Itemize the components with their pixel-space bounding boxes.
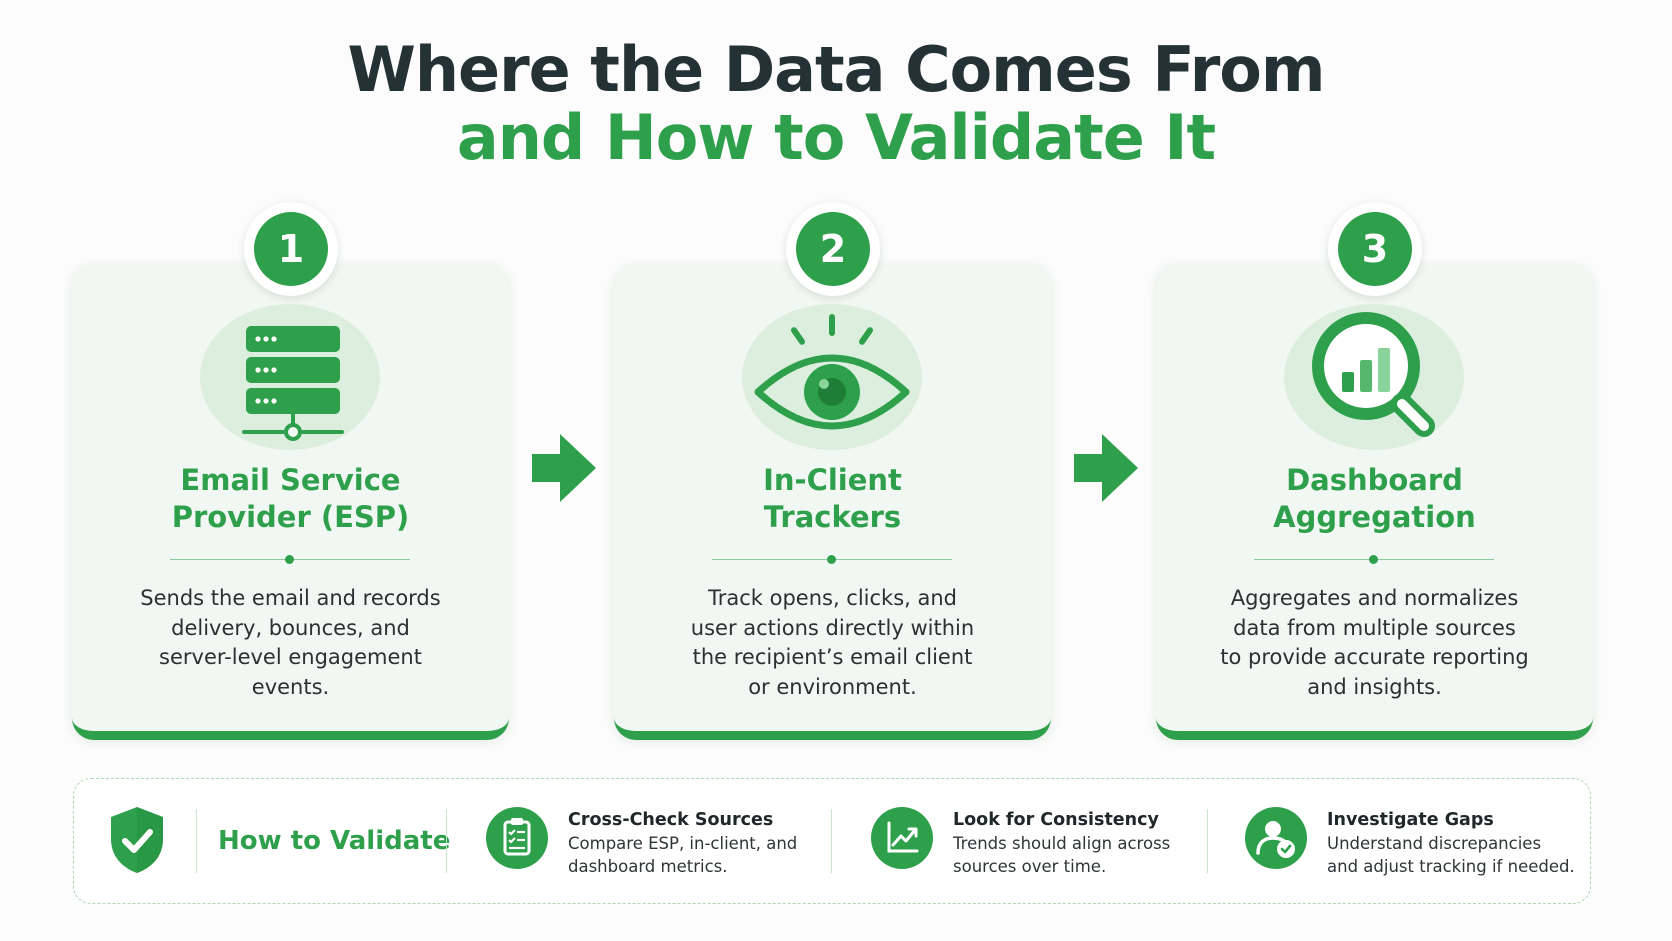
desc-line: server-level engagement xyxy=(159,645,422,669)
desc-line: Aggregates and normalizes xyxy=(1230,586,1519,610)
trend-chart-icon xyxy=(871,807,933,869)
divider xyxy=(1254,554,1494,566)
step-number-badge: 2 xyxy=(786,202,880,296)
validation-item-desc: dashboard metrics. xyxy=(568,857,728,876)
step-number-badge: 1 xyxy=(244,202,338,296)
desc-line: the recipient’s email client xyxy=(692,645,973,669)
step-title-line-2: Aggregation xyxy=(1273,500,1476,534)
title-line-2: and How to Validate It xyxy=(456,101,1216,174)
step-title-line-2: Trackers xyxy=(763,500,902,534)
step-card-dashboard: 3 Dashboard Aggregation Aggregates and n… xyxy=(1156,202,1593,740)
desc-line: Track opens, clicks, and xyxy=(707,586,958,610)
separator xyxy=(446,809,447,873)
desc-line: data from multiple sources xyxy=(1233,615,1516,640)
step-card-esp: 1 Email Service Provider (ESP) Sends the… xyxy=(72,202,509,740)
desc-line: and insights. xyxy=(1307,674,1442,699)
shield-check-icon xyxy=(111,807,163,873)
arrow-right-icon xyxy=(1074,434,1138,502)
step-title-line-1: Dashboard xyxy=(1286,463,1463,497)
step-title-line-2: Provider (ESP) xyxy=(171,500,410,534)
divider xyxy=(712,554,952,566)
validation-item-text: Investigate Gaps Understand discrepancie… xyxy=(1327,809,1587,878)
step-description: Track opens, clicks, and user actions di… xyxy=(650,584,1015,702)
validation-item-desc: sources over time. xyxy=(953,857,1107,876)
clipboard-checklist-icon xyxy=(486,807,548,869)
validation-panel: How to Validate Cross-Check Sources Comp… xyxy=(73,778,1591,904)
separator xyxy=(831,809,832,873)
step-number: 2 xyxy=(796,212,870,286)
desc-line: delivery, bounces, and xyxy=(171,615,410,640)
step-description: Sends the email and records delivery, bo… xyxy=(108,584,473,702)
user-check-icon xyxy=(1245,807,1307,869)
validation-item-text: Look for Consistency Trends should align… xyxy=(953,809,1213,878)
eye-icon xyxy=(754,314,910,430)
validation-item-text: Cross-Check Sources Compare ESP, in-clie… xyxy=(568,809,828,878)
separator xyxy=(196,809,197,873)
desc-line: Sends the email and records xyxy=(140,586,441,610)
divider xyxy=(170,554,410,566)
step-title: Email Service Provider (ESP) xyxy=(92,462,489,536)
separator xyxy=(1207,809,1208,873)
desc-line: user actions directly within xyxy=(690,615,975,640)
validation-item-title: Look for Consistency xyxy=(953,810,1159,830)
step-number: 3 xyxy=(1338,212,1412,286)
step-title-line-1: Email Service xyxy=(180,463,401,497)
step-title: Dashboard Aggregation xyxy=(1176,462,1573,536)
validation-item-desc: Understand discrepancies xyxy=(1327,834,1542,853)
step-card-in-client: 2 In-Client Trackers Track opens, clicks… xyxy=(614,202,1051,740)
magnifier-chart-icon xyxy=(1312,312,1435,437)
desc-line: events. xyxy=(251,674,330,699)
step-number: 1 xyxy=(254,212,328,286)
step-number-badge: 3 xyxy=(1328,202,1422,296)
validation-item-title: Investigate Gaps xyxy=(1327,810,1494,830)
server-stack-icon xyxy=(242,326,344,441)
validation-heading: How to Validate xyxy=(218,826,451,856)
desc-line: to provide accurate reporting xyxy=(1220,645,1529,669)
step-title: In-Client Trackers xyxy=(634,462,1031,536)
title-line-1: Where the Data Comes From xyxy=(347,33,1326,106)
desc-line: or environment. xyxy=(748,674,917,699)
validation-item-desc: and adjust tracking if needed. xyxy=(1327,857,1575,876)
step-description: Aggregates and normalizes data from mult… xyxy=(1192,584,1557,702)
arrow-right-icon xyxy=(532,434,596,502)
page-title: Where the Data Comes From and How to Val… xyxy=(0,36,1672,172)
validation-item-desc: Compare ESP, in-client, and xyxy=(568,834,798,853)
validation-item-desc: Trends should align across xyxy=(953,834,1171,853)
step-title-line-1: In-Client xyxy=(763,463,902,497)
validation-item-title: Cross-Check Sources xyxy=(568,810,774,830)
